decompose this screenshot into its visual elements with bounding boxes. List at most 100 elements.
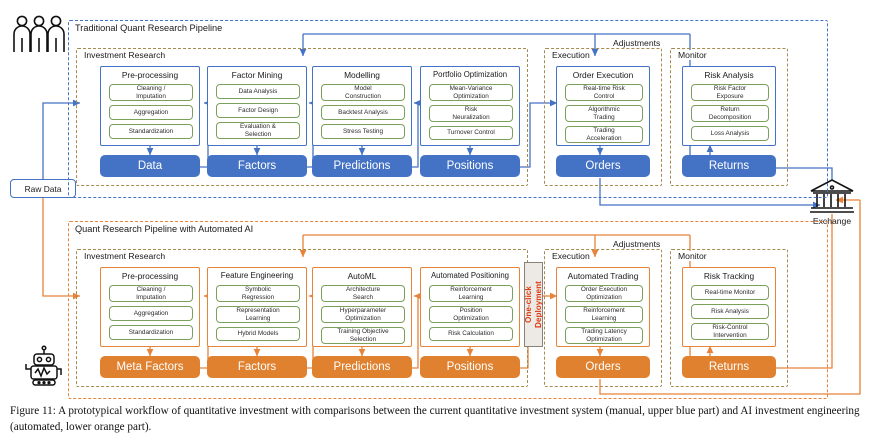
output-pill-positions: Positions — [420, 155, 520, 177]
chip: Turnover Control — [429, 126, 513, 140]
card-title: AutoML — [347, 271, 377, 281]
chip-label: Data Analysis — [238, 87, 278, 95]
card-title: Automated Trading — [567, 271, 639, 281]
chip: Aggregation — [109, 306, 193, 321]
chip-label: Stress Testing — [342, 127, 384, 135]
chip-label: Standardization — [128, 127, 174, 135]
robot-icon — [20, 342, 66, 393]
chip: Cleaning /Imputation — [109, 285, 193, 302]
chip-label: Backtest Analysis — [338, 108, 388, 116]
chip-label: Aggregation — [133, 309, 169, 317]
pipeline-automated-title: Quant Research Pipeline with Automated A… — [75, 224, 254, 234]
card-title: Pre-processing — [121, 70, 179, 80]
card-title: Risk Analysis — [704, 70, 754, 80]
three-people-icon — [10, 14, 68, 59]
card-title: Feature Engineering — [220, 271, 294, 280]
bank-exchange-icon — [808, 178, 856, 219]
output-pill-factors-automated: Factors — [207, 356, 307, 378]
chip-label: Turnover Control — [447, 129, 495, 137]
card-factor-mining: Factor Mining Data Analysis Factor Desig… — [207, 66, 307, 146]
stage-title: Monitor — [676, 251, 709, 261]
raw-data-node: Raw Data — [10, 179, 76, 198]
chip-label: Hybrid Models — [237, 330, 279, 338]
chip: Standardization — [109, 124, 193, 139]
chip-label: Risk Calculation — [448, 330, 494, 338]
chip-label: Evaluation &Selection — [240, 123, 276, 138]
chip: Data Analysis — [216, 84, 300, 99]
pipeline-traditional: Traditional Quant Research Pipeline — [68, 20, 828, 198]
chip-label: Loss Analysis — [710, 129, 750, 137]
chip-label: Real-time Monitor — [704, 288, 756, 296]
stage-monitor-automated: Monitor — [670, 249, 788, 387]
pipeline-traditional-title: Traditional Quant Research Pipeline — [75, 23, 223, 33]
card-title: Portfolio Optimization — [432, 70, 508, 79]
output-pill-data: Data — [100, 155, 200, 177]
stage-title: Execution — [550, 251, 592, 261]
deployment-line2: Deployment — [533, 281, 543, 328]
output-pill-returns-automated: Returns — [682, 356, 776, 378]
stage-title: Investment Research — [82, 50, 168, 60]
output-pill-orders: Orders — [556, 155, 650, 177]
chip-label: Aggregation — [133, 108, 169, 116]
chip: Cleaning /Imputation — [109, 84, 193, 101]
card-title: Risk Tracking — [703, 271, 755, 281]
card-title: Factor Mining — [231, 70, 283, 80]
chip: Standardization — [109, 325, 193, 340]
stage-title: Execution — [550, 50, 592, 60]
output-pill-predictions-automated: Predictions — [312, 356, 412, 378]
card-pre-processing-automated: Pre-processing Cleaning /Imputation Aggr… — [100, 267, 200, 347]
chip: Factor Design — [216, 103, 300, 118]
figure-caption: Figure 11: A prototypical workflow of qu… — [10, 405, 860, 433]
chip: Aggregation — [109, 105, 193, 120]
chip: Backtest Analysis — [321, 105, 405, 120]
chip: Real-time Monitor — [691, 285, 769, 300]
output-pill-returns: Returns — [682, 155, 776, 177]
chip: Risk Analysis — [691, 304, 769, 319]
chip: Evaluation &Selection — [216, 122, 300, 139]
stage-investment-research-traditional: Investment Research — [76, 48, 528, 186]
chip: Stress Testing — [321, 124, 405, 139]
stage-execution-traditional: Execution — [544, 48, 662, 186]
chip: Risk Calculation — [429, 327, 513, 341]
chip-label: Standardization — [128, 328, 174, 336]
stage-monitor-traditional: Monitor — [670, 48, 788, 186]
